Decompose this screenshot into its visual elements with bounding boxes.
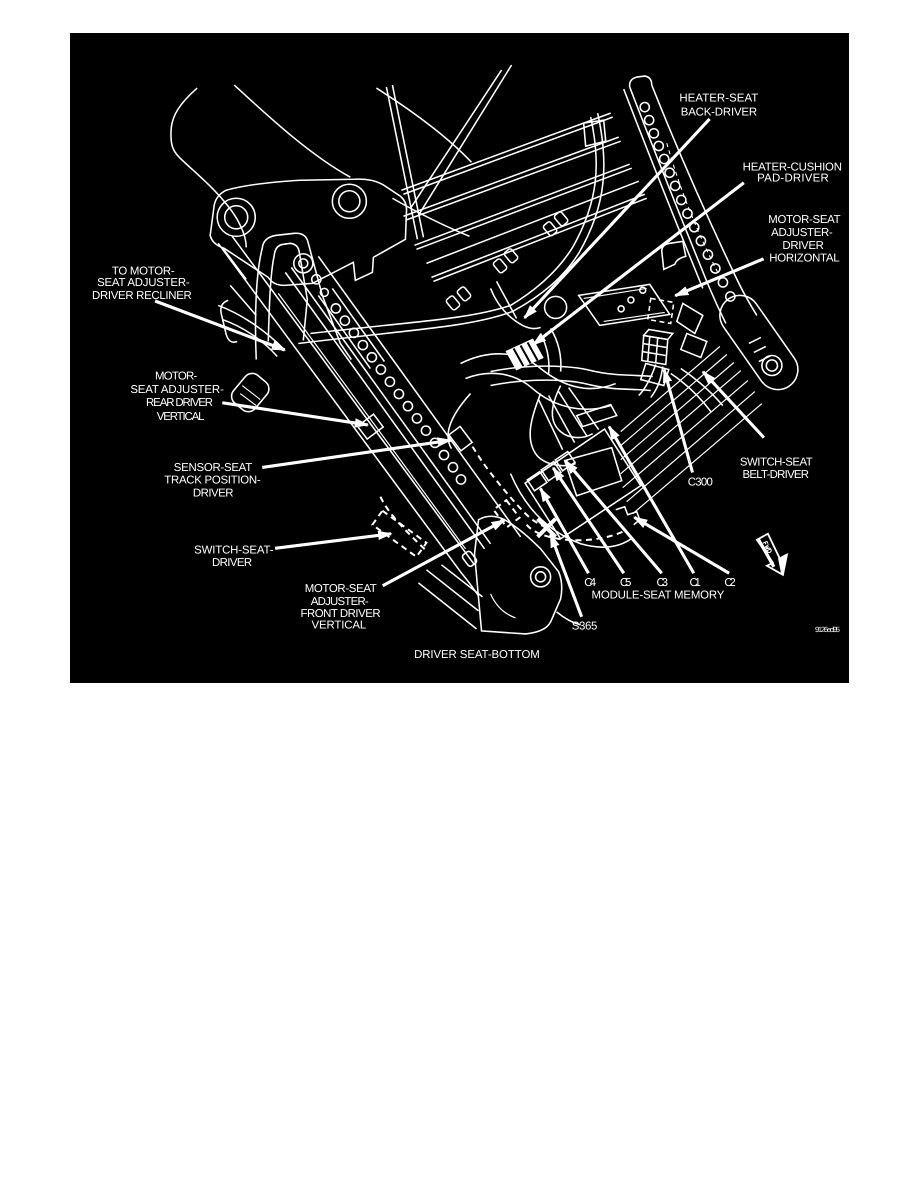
svg-text:DRIVER: DRIVER: [782, 240, 823, 252]
svg-text:S365: S365: [572, 621, 598, 633]
svg-text:MODULE-SEAT MEMORY: MODULE-SEAT MEMORY: [592, 589, 725, 601]
svg-text:VERTICAL: VERTICAL: [312, 619, 367, 631]
svg-text:HEATER-SEAT: HEATER-SEAT: [679, 93, 758, 105]
svg-text:DRIVER: DRIVER: [193, 487, 234, 499]
svg-text:HEATER-CUSHION: HEATER-CUSHION: [743, 161, 842, 173]
svg-text:MOTOR-SEAT: MOTOR-SEAT: [768, 214, 840, 226]
svg-text:SWITCH-SEAT-: SWITCH-SEAT-: [194, 544, 274, 556]
svg-text:C5: C5: [620, 577, 631, 589]
svg-text:C1: C1: [689, 577, 700, 589]
svg-text:BACK-DRIVER: BACK-DRIVER: [681, 107, 757, 119]
svg-text:HORIZONTAL: HORIZONTAL: [769, 253, 839, 265]
svg-text:DRIVER SEAT-BOTTOM: DRIVER SEAT-BOTTOM: [414, 649, 540, 661]
svg-text:C2: C2: [724, 577, 735, 589]
svg-text:VERTICAL: VERTICAL: [157, 411, 205, 423]
svg-text:TRACK POSITION-: TRACK POSITION-: [164, 475, 261, 487]
svg-text:REAR DRIVER: REAR DRIVER: [146, 397, 213, 409]
svg-text:DRIVER: DRIVER: [212, 557, 252, 569]
svg-text:MOTOR-SEAT: MOTOR-SEAT: [305, 583, 377, 595]
svg-text:SEAT ADJUSTER-: SEAT ADJUSTER-: [97, 277, 190, 289]
svg-text:SENSOR-SEAT: SENSOR-SEAT: [174, 462, 252, 474]
svg-text:C4: C4: [584, 577, 596, 589]
svg-text:SWITCH-SEAT: SWITCH-SEAT: [740, 457, 813, 469]
svg-text:FRONT DRIVER: FRONT DRIVER: [300, 608, 380, 620]
svg-text:SEAT ADJUSTER-: SEAT ADJUSTER-: [130, 384, 224, 396]
svg-text:ADJUSTER-: ADJUSTER-: [771, 227, 833, 239]
svg-text:ADJUSTER-: ADJUSTER-: [311, 596, 369, 608]
svg-text:C300: C300: [688, 476, 713, 488]
svg-text:BELT-DRIVER: BELT-DRIVER: [743, 469, 809, 481]
svg-text:9126ed95: 9126ed95: [815, 625, 840, 634]
svg-text:C3: C3: [657, 577, 668, 589]
svg-text:DRIVER RECLINER: DRIVER RECLINER: [92, 290, 192, 302]
svg-text:TO MOTOR-: TO MOTOR-: [112, 266, 175, 278]
svg-text:PAD-DRIVER: PAD-DRIVER: [757, 172, 829, 184]
svg-text:MOTOR-: MOTOR-: [155, 370, 197, 382]
